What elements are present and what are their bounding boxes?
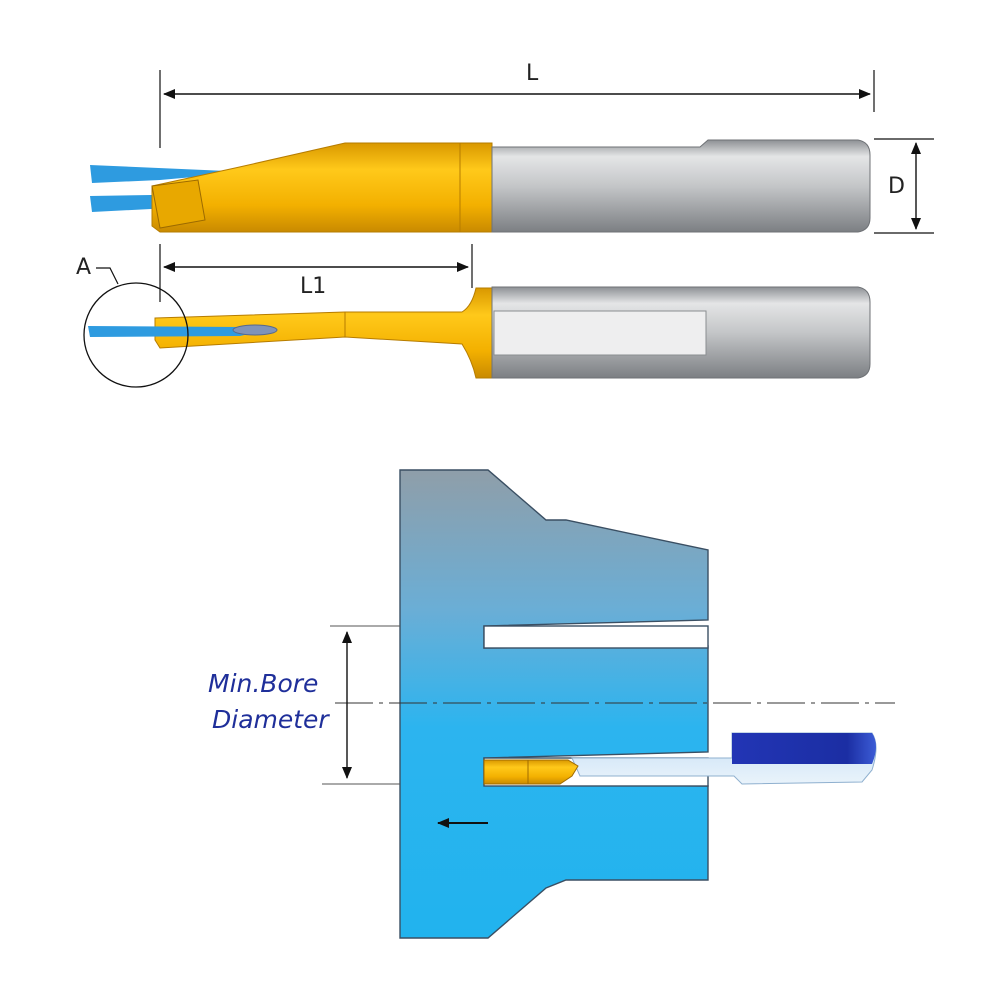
- dimension-D: D: [874, 138, 934, 234]
- dimension-D-label: D: [888, 174, 905, 199]
- coolant-jet-side: [88, 326, 254, 337]
- workpiece-section: [335, 469, 895, 939]
- coolant-outlet-side: [232, 324, 278, 336]
- shank-flat-side: [493, 310, 707, 356]
- min-bore-label-line2: Diameter: [212, 705, 330, 734]
- min-bore-label-line1: Min.Bore: [208, 669, 318, 698]
- dimension-L1: L1: [159, 244, 473, 302]
- carbide-collar-top: [459, 142, 493, 233]
- tool-side-view: [88, 286, 871, 379]
- tool-top-view: [90, 139, 871, 233]
- boring-bar-upper: [732, 733, 876, 764]
- shank-top: [491, 139, 871, 233]
- carbide-body-side: [154, 287, 493, 379]
- dimension-L: L: [159, 61, 875, 148]
- dimension-L-label: L: [526, 61, 539, 86]
- workpiece-body: [399, 469, 709, 939]
- upper-groove: [483, 625, 709, 649]
- dimension-min-bore: Min.Bore Diameter: [208, 625, 400, 785]
- dimension-L1-label: L1: [300, 274, 326, 299]
- cutting-insert-top: [151, 179, 206, 229]
- detail-A-label: A: [76, 255, 91, 280]
- coolant-jet-upper: [90, 165, 250, 183]
- detail-A-circle: [83, 282, 189, 388]
- detail-A: A: [76, 255, 189, 388]
- grooving-insert: [483, 759, 579, 785]
